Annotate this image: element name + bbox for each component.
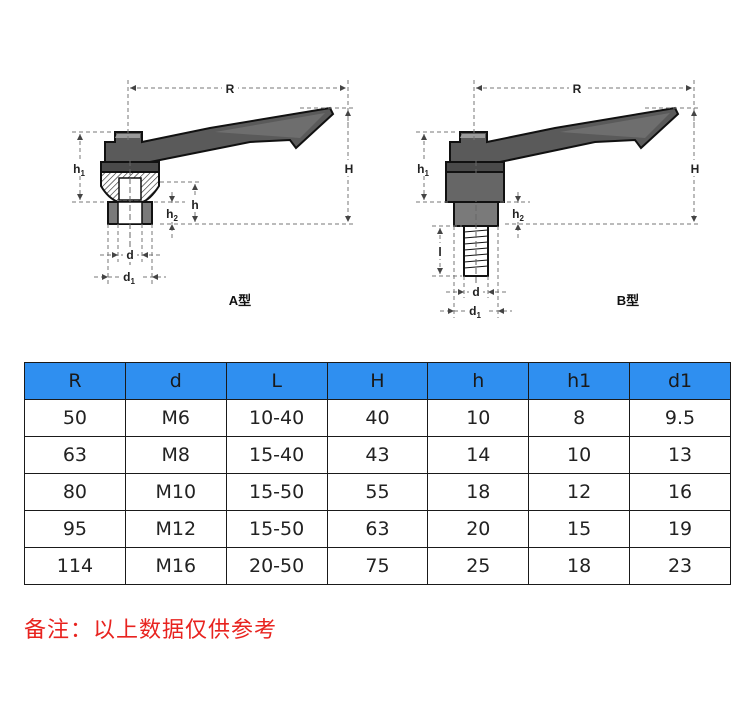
table-cell: 16	[629, 473, 731, 511]
type-b-dim-H: H	[691, 162, 700, 176]
table-cell: 14	[427, 436, 530, 474]
table-header-row: R d L H h h1 d1	[24, 362, 731, 400]
table-cell: 114	[24, 547, 126, 585]
type-a-dim-h1: h1	[73, 162, 85, 178]
header-h1: h1	[528, 362, 631, 400]
table-row: 80 M10 15-50 55 18 12 16	[24, 473, 731, 511]
table-cell: 20-50	[225, 547, 328, 585]
type-b-dim-h2: h2	[512, 207, 524, 223]
technical-drawings: R H h1 h h2	[70, 80, 703, 320]
type-b-dim-h1: h1	[417, 162, 429, 178]
header-h: h	[427, 362, 530, 400]
header-d: d	[124, 362, 227, 400]
type-b-drawing: R H h1 l h2	[414, 80, 703, 320]
table-cell: M16	[124, 547, 227, 585]
table-cell: 10	[528, 436, 631, 474]
table-cell: 40	[326, 399, 429, 437]
table-cell: 15-50	[225, 473, 328, 511]
table-cell: M6	[124, 399, 227, 437]
table-cell: 95	[24, 510, 126, 548]
table-row: 114 M16 20-50 75 25 18 23	[24, 547, 731, 585]
table-cell: 23	[629, 547, 731, 585]
type-b-hub	[445, 171, 505, 203]
type-a-dim-d: d	[126, 248, 133, 262]
table-cell: 18	[427, 473, 530, 511]
table-cell: 80	[24, 473, 126, 511]
table-cell: 18	[528, 547, 631, 585]
table-cell: 15-50	[225, 510, 328, 548]
type-a-dim-R: R	[226, 82, 235, 96]
table-cell: 75	[326, 547, 429, 585]
type-b-dim-l: l	[438, 245, 441, 259]
type-a-dim-h2: h2	[166, 207, 178, 223]
header-R: R	[24, 362, 126, 400]
table-cell: 15-40	[225, 436, 328, 474]
type-b-dim-R: R	[573, 82, 582, 96]
header-L: L	[225, 362, 328, 400]
table-cell: 8	[528, 399, 631, 437]
type-a-dim-h: h	[191, 198, 198, 212]
header-d1: d1	[629, 362, 731, 400]
table-cell: 25	[427, 547, 530, 585]
type-b-dim-d: d	[472, 285, 479, 299]
table-cell: 63	[326, 510, 429, 548]
disclaimer-note: 备注：以上数据仅供参考	[24, 618, 278, 643]
table-cell: 19	[629, 510, 731, 548]
table-cell: M8	[124, 436, 227, 474]
type-b-label: B型	[617, 293, 639, 308]
table-cell: 55	[326, 473, 429, 511]
table-cell: 20	[427, 510, 530, 548]
type-a-dim-H: H	[345, 162, 354, 176]
table-row: 50 M6 10-40 40 10 8 9.5	[24, 399, 731, 437]
table-cell: 13	[629, 436, 731, 474]
table-cell: 50	[24, 399, 126, 437]
table-cell: 9.5	[629, 399, 731, 437]
table-cell: 15	[528, 510, 631, 548]
type-b-dim-d1: d1	[469, 304, 481, 320]
header-H: H	[326, 362, 429, 400]
table-cell: M10	[124, 473, 227, 511]
type-a-label: A型	[229, 293, 251, 308]
table-cell: 63	[24, 436, 126, 474]
table-cell: M12	[124, 510, 227, 548]
spec-table: R d L H h h1 d1 50 M6 10-40 40 10 8 9.5 …	[24, 362, 731, 585]
type-a-dim-d1: d1	[123, 270, 135, 286]
table-cell: 10	[427, 399, 530, 437]
table-cell: 12	[528, 473, 631, 511]
type-a-drawing: R H h1 h h2	[70, 80, 357, 308]
table-cell: 43	[326, 436, 429, 474]
table-row: 95 M12 15-50 63 20 15 19	[24, 510, 731, 548]
table-cell: 10-40	[225, 399, 328, 437]
table-row: 63 M8 15-40 43 14 10 13	[24, 436, 731, 474]
